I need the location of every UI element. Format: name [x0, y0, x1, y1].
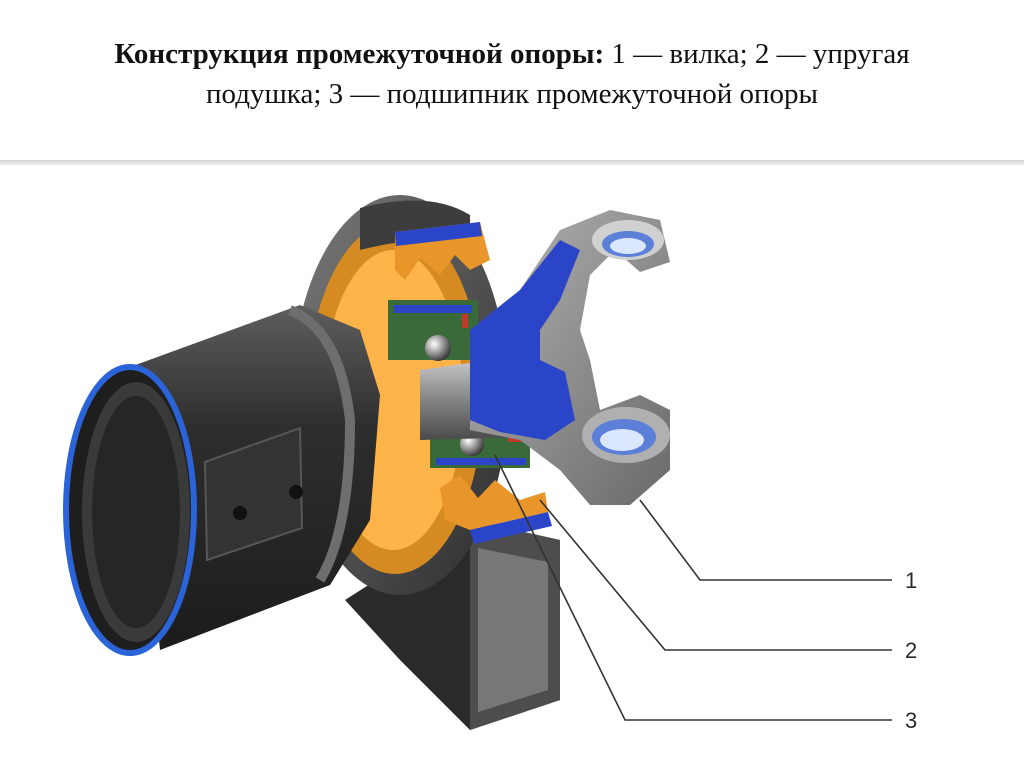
caption-divider: [0, 160, 1024, 165]
leader-line-3: [494, 454, 892, 721]
leader-line-1: [639, 499, 892, 581]
cutaway-drawing: 1 2 3: [63, 195, 917, 733]
fork: [470, 210, 670, 505]
caption-legend-part-2: подушка; 3 — подшипник промежуточной опо…: [206, 78, 818, 110]
callout-number-3: 3: [905, 708, 917, 733]
leader-line-2: [539, 499, 892, 651]
callout-number-2: 2: [905, 638, 917, 663]
drive-tube: [63, 305, 380, 656]
caption-line-1: Конструкция промежуточной опоры: 1 — вил…: [0, 34, 1024, 74]
intermediate-support-illustration: 1 2 3: [0, 165, 1024, 767]
figure-caption: Конструкция промежуточной опоры: 1 — вил…: [0, 34, 1024, 114]
elastic-cushion: [395, 222, 552, 544]
caption-legend-part-1: 1 — вилка; 2 — упругая: [604, 38, 910, 70]
caption-title: Конструкция промежуточной опоры:: [114, 38, 605, 70]
callout-leaders: [494, 454, 892, 721]
callout-number-1: 1: [905, 568, 917, 593]
